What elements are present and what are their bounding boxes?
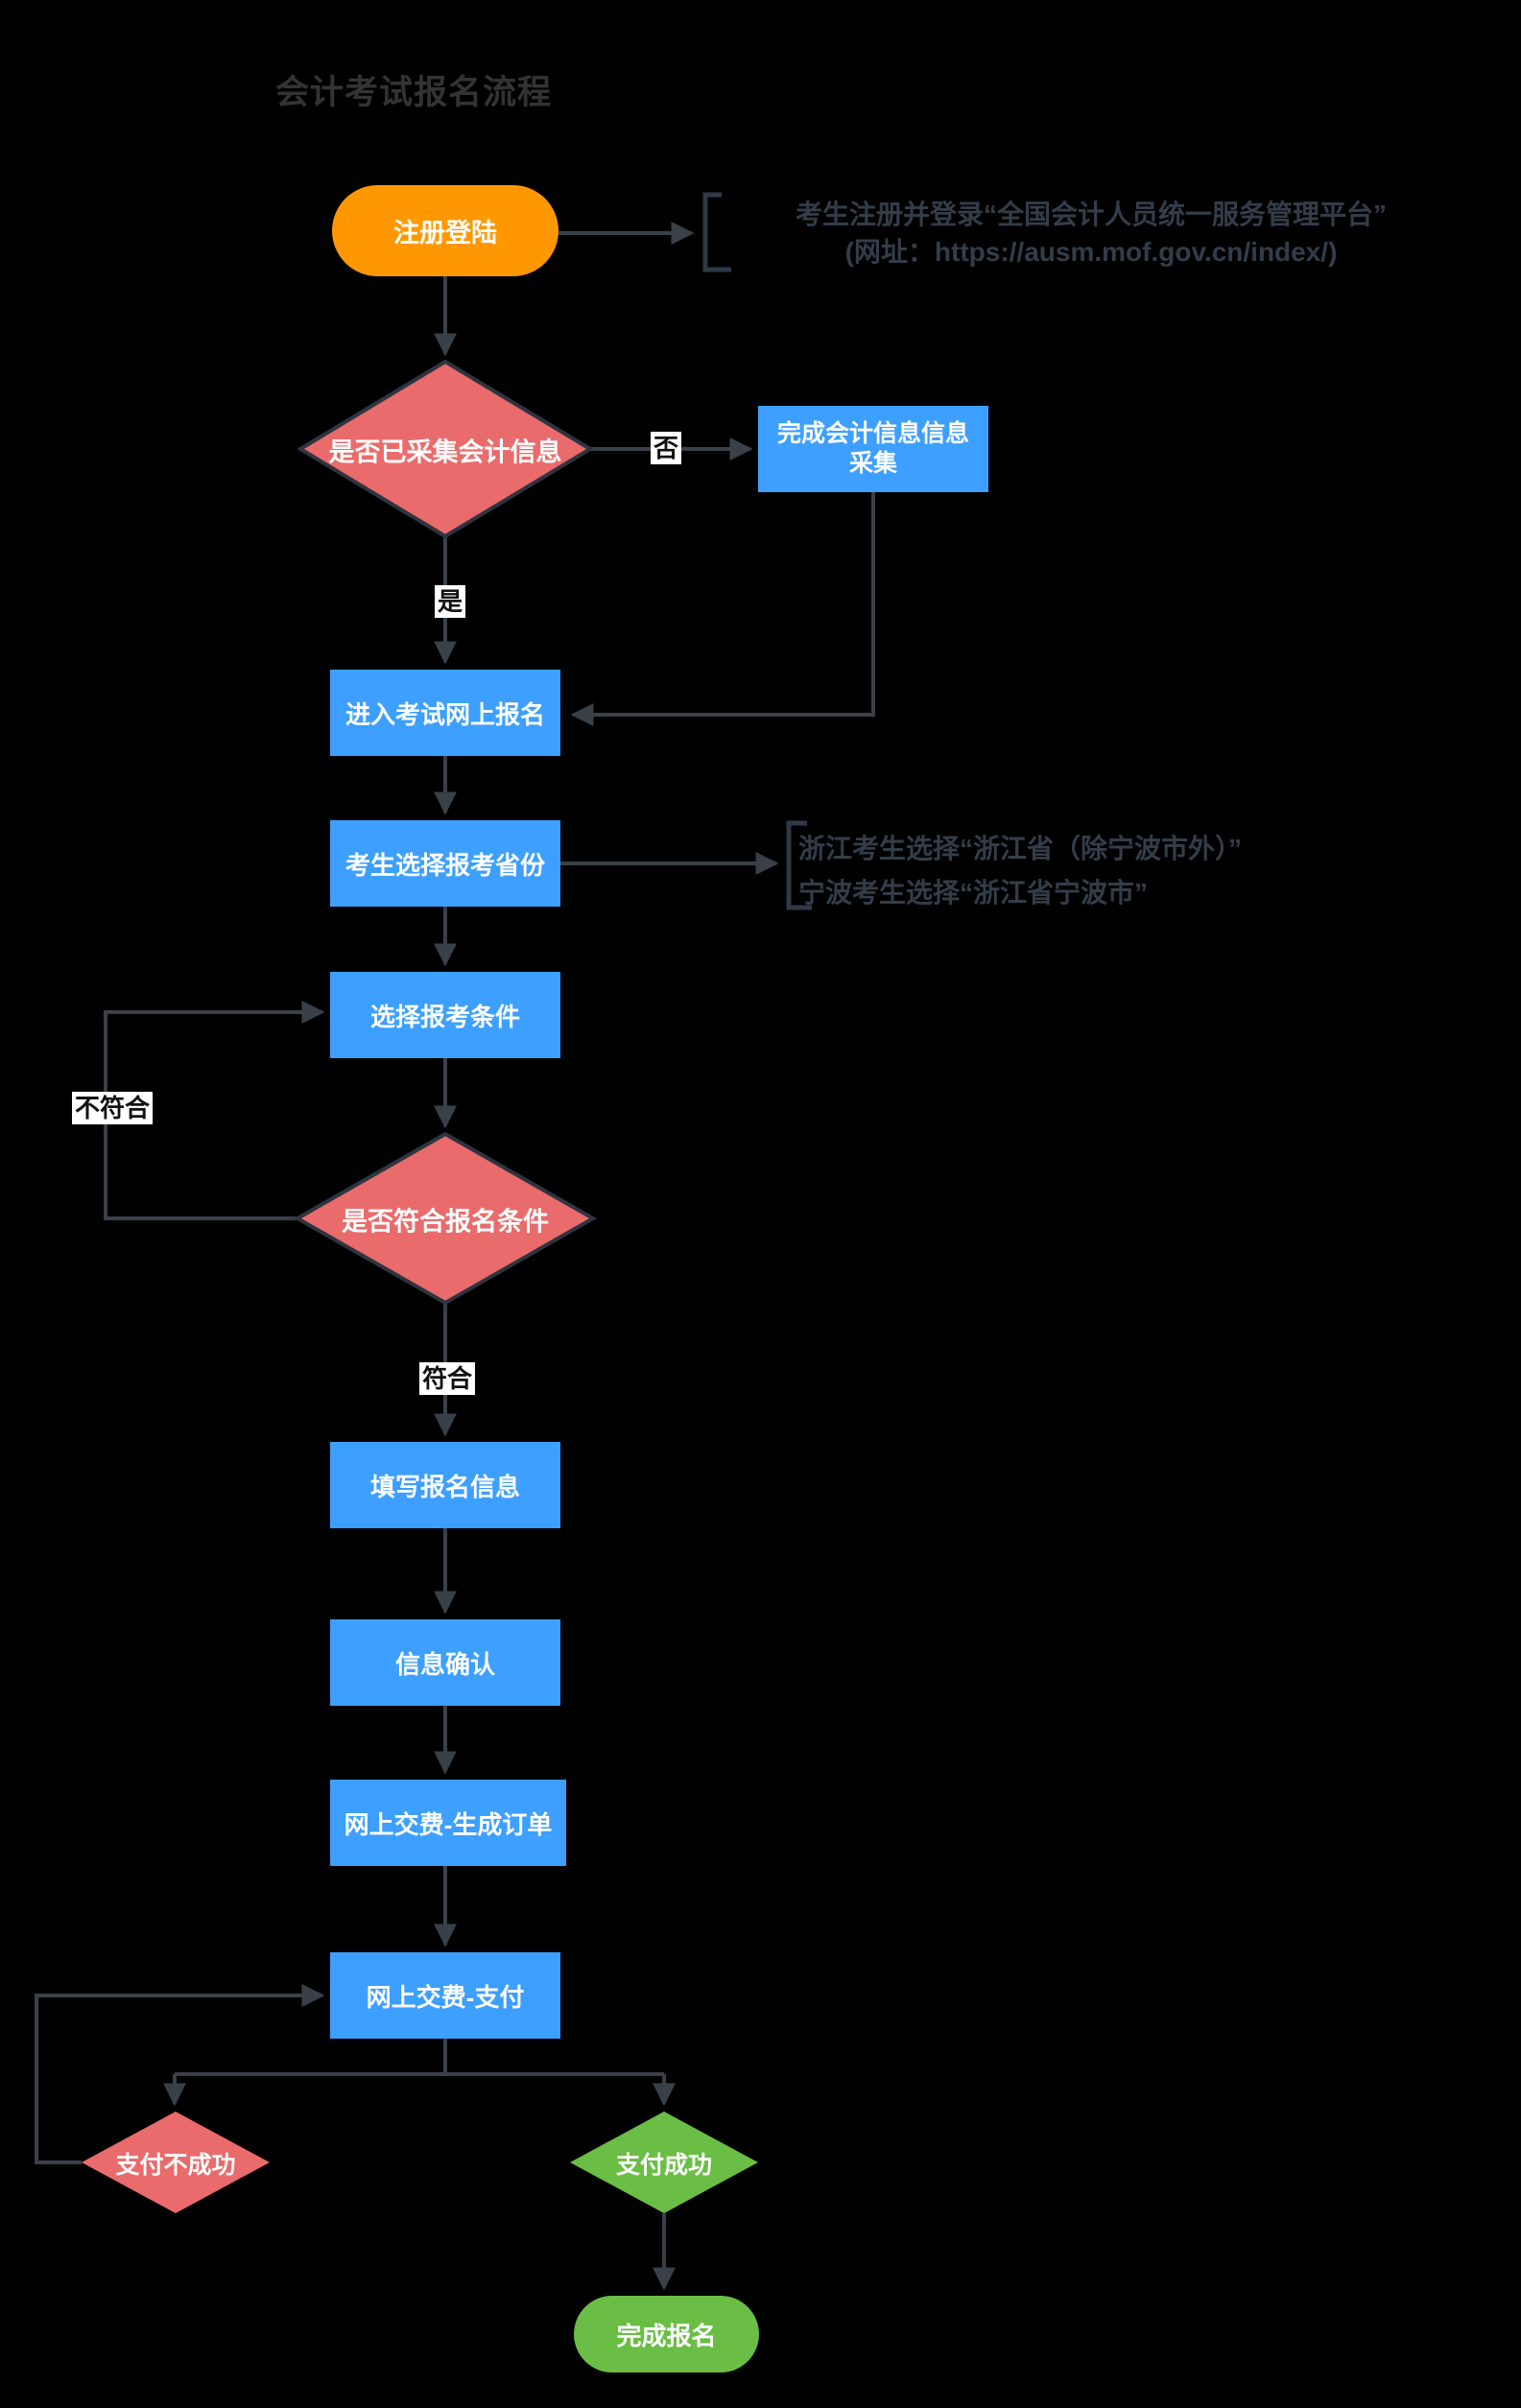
decision-collected-info-shape [297, 359, 594, 539]
process-pay-online: 网上交费-支付 [330, 1952, 560, 2039]
register-annotation: 考生注册并登录“全国会计人员统一服务管理平台” (网址：https://ausm… [732, 196, 1450, 271]
province-annotation-line1: 浙江考生选择“浙江省（除宁波市外）” [798, 834, 1243, 863]
process-select-province: 考生选择报考省份 [330, 820, 560, 907]
bracket-register-note [702, 192, 731, 272]
decision-meets-conditions-label: 是否符合报名条件 [342, 1207, 549, 1237]
edge-label-qualified: 符合 [419, 1362, 476, 1395]
decision-collected-info-label: 是否已采集会计信息 [328, 437, 562, 467]
process-complete-info-collection: 完成会计信息信息采集 [758, 406, 988, 492]
edge-label-no: 否 [651, 432, 682, 464]
edge-failed-retry-loop [35, 1984, 325, 2164]
process-pay-generate-order: 网上交费-生成订单 [330, 1780, 566, 1866]
decision-payment-failed-shape [82, 2112, 270, 2213]
process-enter-online-registration: 进入考试网上报名 [330, 670, 560, 756]
register-annotation-line2: (网址：https://ausm.mof.gov.cn/index/) [844, 237, 1338, 267]
province-annotation: 浙江考生选择“浙江省（除宁波市外）” 宁波考生选择“浙江省宁波市” [798, 827, 1242, 915]
register-annotation-line1: 考生注册并登录“全国会计人员统一服务管理平台” [795, 200, 1387, 229]
process-confirm-info: 信息确认 [330, 1619, 560, 1706]
edge-label-yes: 是 [435, 585, 466, 618]
edge-label-not-qualified: 不符合 [72, 1092, 154, 1124]
end-node-registration-complete: 完成报名 [574, 2296, 759, 2373]
bracket-province-note [786, 820, 812, 910]
decision-payment-success-shape [570, 2112, 758, 2213]
page-title: 会计考试报名流程 [275, 74, 553, 111]
decision-payment-failed-label: 支付不成功 [115, 2152, 236, 2179]
start-node-register: 注册登陆 [332, 185, 558, 276]
province-annotation-line2: 宁波考生选择“浙江省宁波市” [798, 878, 1149, 908]
process-fill-registration-info: 填写报名信息 [330, 1442, 560, 1528]
process-select-conditions: 选择报考条件 [330, 972, 560, 1058]
edge-collection-to-enter [570, 492, 875, 726]
decision-payment-success-label: 支付成功 [615, 2152, 713, 2179]
decision-meets-conditions-shape [293, 1131, 598, 1306]
